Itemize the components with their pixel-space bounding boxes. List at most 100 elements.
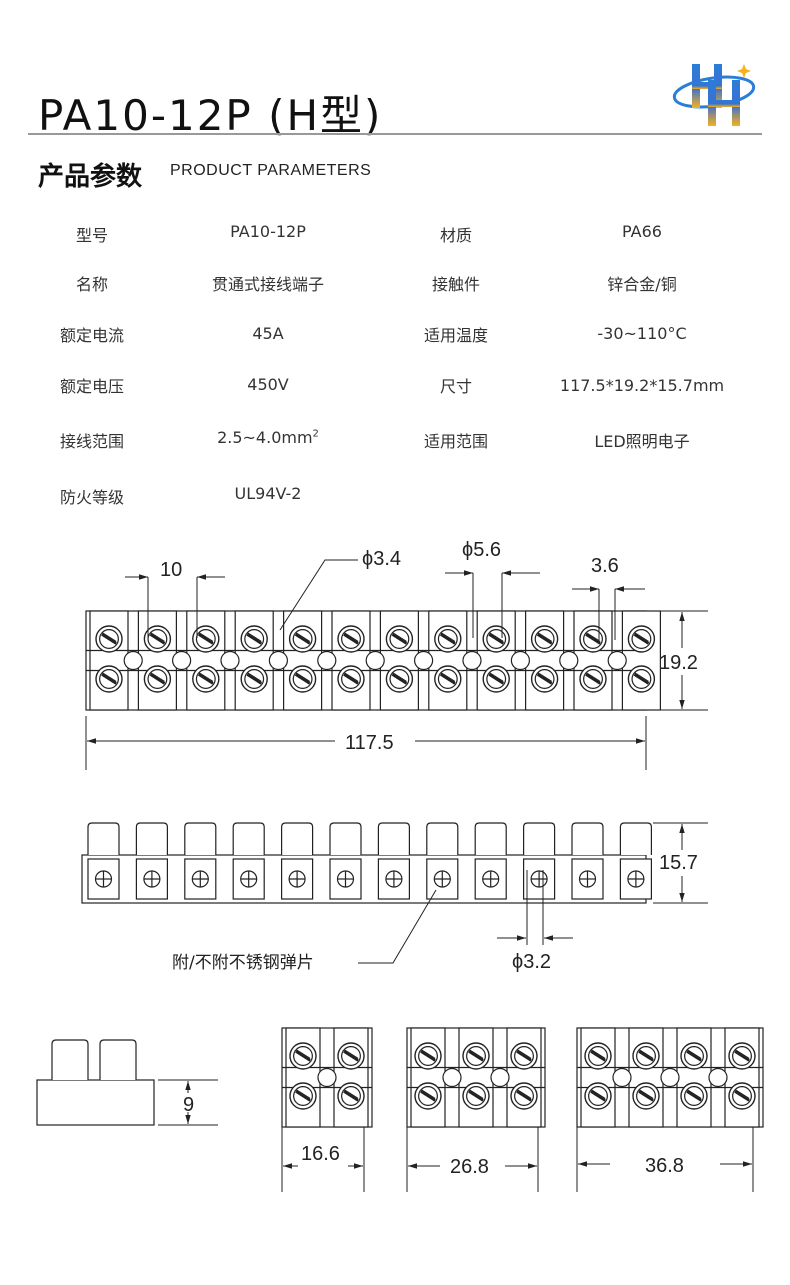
screw-head xyxy=(337,1042,365,1070)
screw-head xyxy=(462,1082,490,1110)
screw-head xyxy=(632,1082,660,1110)
top-view-dimensions xyxy=(85,559,708,770)
screw-head xyxy=(462,1042,490,1070)
param-label-material: 材质 xyxy=(439,226,473,245)
param-label-contact: 接触件 xyxy=(431,275,481,294)
side-window xyxy=(329,858,362,900)
param-value-size: 117.5*19.2*15.7mm xyxy=(559,376,725,395)
dim-top-height: 19.2 xyxy=(659,652,698,674)
side-post xyxy=(87,822,120,855)
profile-base xyxy=(36,1079,155,1126)
param-value-application: LED照明电子 xyxy=(594,432,690,451)
param-value-contact: 锌合金/铜 xyxy=(607,275,677,294)
dim-gap: 3.6 xyxy=(591,555,619,577)
screw-head xyxy=(584,1042,612,1070)
small-views-dimensions xyxy=(158,1079,754,1192)
screw-head xyxy=(240,665,268,693)
dim-side-hole: ϕ3.2 xyxy=(512,951,551,973)
param-label-size: 尺寸 xyxy=(439,377,473,396)
screw-head xyxy=(289,1042,317,1070)
mounting-hole xyxy=(220,650,240,671)
screw-head xyxy=(434,625,462,653)
mounting-hole xyxy=(414,650,434,671)
screw-head xyxy=(627,665,656,693)
screw-head xyxy=(414,1082,442,1110)
mounting-hole xyxy=(462,650,482,671)
screw-head xyxy=(192,625,220,653)
mounting-hole xyxy=(172,650,192,671)
screw-head xyxy=(434,665,462,693)
param-label-application: 适用范围 xyxy=(423,432,489,451)
screw-head xyxy=(482,625,510,653)
param-value-wire-range: 2.5~4.0mm2 xyxy=(217,428,319,447)
screw-head xyxy=(510,1042,538,1070)
mounting-hole xyxy=(559,650,579,671)
screw-head xyxy=(530,665,559,693)
small-views xyxy=(36,1027,764,1128)
strip-cell xyxy=(621,610,662,711)
profile-post xyxy=(51,1039,89,1080)
screw-head xyxy=(530,625,559,653)
spring-note: 附/不附不锈钢弹片 xyxy=(172,953,314,973)
side-post xyxy=(619,822,652,855)
top-view xyxy=(85,610,662,711)
side-post xyxy=(571,822,604,855)
param-label-temperature: 适用温度 xyxy=(423,326,489,345)
dim-hole-large: ϕ5.6 xyxy=(462,539,501,561)
section-title-cn: 产品参数 xyxy=(38,162,143,192)
mounting-hole xyxy=(365,650,385,671)
screw-head xyxy=(337,665,365,693)
screw-head xyxy=(728,1042,756,1070)
screw-head xyxy=(385,625,414,653)
screw-head xyxy=(288,665,317,693)
screw-head xyxy=(143,625,172,653)
profile-post xyxy=(99,1039,137,1080)
param-value-material: PA66 xyxy=(622,222,662,241)
mounting-hole xyxy=(510,650,531,671)
screw-head xyxy=(579,665,607,693)
mounting-hole xyxy=(317,650,337,671)
param-value-temperature: -30~110°C xyxy=(597,324,687,343)
side-post xyxy=(184,822,217,855)
side-view-dimensions xyxy=(358,822,708,964)
dim-total-length: 117.5 xyxy=(345,732,394,754)
mounting-hole xyxy=(708,1067,728,1088)
screw-head xyxy=(95,625,123,653)
side-post xyxy=(232,822,265,855)
param-label-wire-range: 接线范围 xyxy=(59,432,125,451)
screw-head xyxy=(627,625,656,653)
wire-range-text: 2.5~4.0mm xyxy=(217,428,313,447)
param-value-fire-rating: UL94V-2 xyxy=(234,484,302,503)
side-window xyxy=(571,858,604,900)
screw-head xyxy=(632,1042,660,1070)
dim-base-height: 9 xyxy=(183,1094,194,1116)
mounting-hole xyxy=(612,1067,632,1088)
dim-side-height: 15.7 xyxy=(659,852,698,874)
screw-head xyxy=(579,625,607,653)
side-post xyxy=(523,822,556,855)
screw-head xyxy=(680,1042,708,1070)
dim-hole-small: ϕ3.4 xyxy=(362,548,401,570)
param-label-fire-rating: 防火等级 xyxy=(59,488,125,507)
screw-head xyxy=(385,665,414,693)
side-post xyxy=(281,822,314,855)
mounting-hole xyxy=(660,1067,680,1088)
brand-logo xyxy=(672,64,756,126)
param-label-model: 型号 xyxy=(75,226,109,245)
wire-range-superscript: 2 xyxy=(312,428,319,440)
mounting-hole xyxy=(607,650,627,671)
page-title: PA10-12P (H型) xyxy=(38,91,383,140)
param-value-voltage: 450V xyxy=(247,375,289,394)
screw-head xyxy=(240,625,268,653)
param-label-voltage: 额定电压 xyxy=(59,377,125,396)
screw-head xyxy=(414,1042,442,1070)
mounting-hole xyxy=(490,1067,510,1088)
mounting-hole xyxy=(317,1067,337,1088)
screw-head xyxy=(288,625,317,653)
screw-head xyxy=(95,665,123,693)
side-post xyxy=(377,822,410,855)
screw-head xyxy=(482,665,510,693)
screw-head xyxy=(192,665,220,693)
side-post xyxy=(474,822,507,855)
mounting-hole xyxy=(268,650,288,671)
